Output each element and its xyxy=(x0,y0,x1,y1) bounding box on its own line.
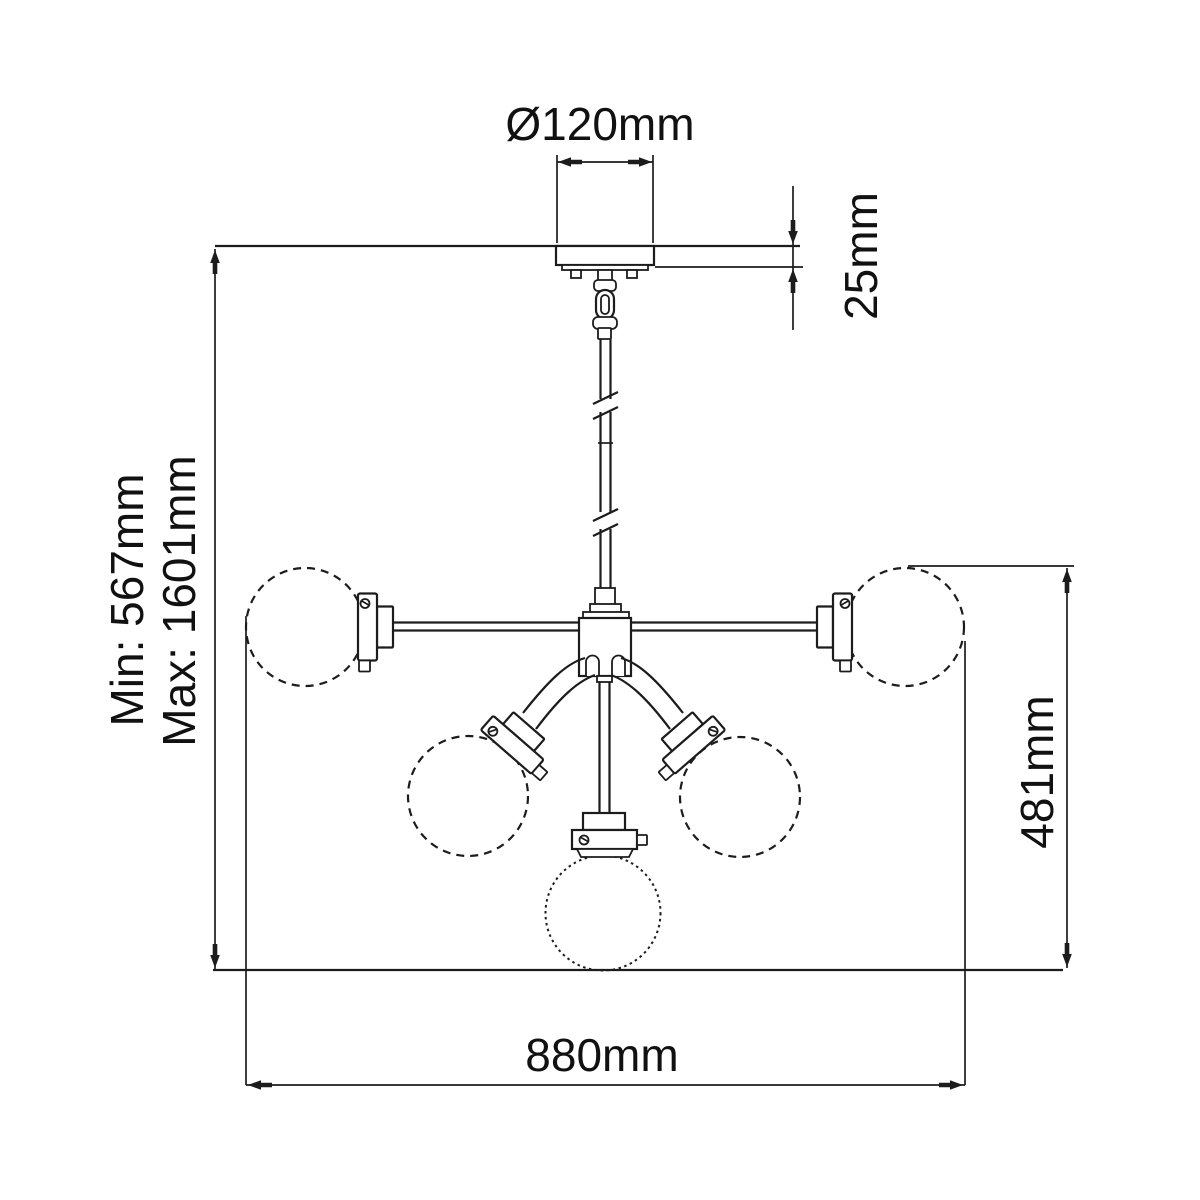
ceiling-line-group xyxy=(215,244,803,268)
dim-arrow-right xyxy=(628,157,652,167)
hub-arm-notch-right xyxy=(611,654,626,676)
canopy-diameter-label: Ø120mm xyxy=(505,98,694,150)
hub-arm-notch-left xyxy=(585,654,600,676)
curved-arm-right-outer xyxy=(620,656,684,714)
globe-bottom xyxy=(544,854,662,972)
lower-rod-collar xyxy=(596,675,613,683)
dim-arrow-down xyxy=(1062,943,1072,967)
bottom-socket-step xyxy=(581,811,627,832)
stem-collar-bottom xyxy=(597,327,612,340)
dim-arrow-up xyxy=(1062,569,1072,593)
dim-arrow-left xyxy=(248,1080,272,1090)
rod-break-mark xyxy=(592,523,619,537)
globe-outer-right xyxy=(844,566,966,688)
central-hub xyxy=(577,611,633,678)
drop-min-label: Min: 567mm xyxy=(101,473,153,726)
globe-middle-left xyxy=(406,734,530,858)
dim-arrow-up xyxy=(210,250,220,274)
horizontal-arms xyxy=(393,621,818,632)
dim-arrow-left xyxy=(558,157,582,167)
bottom-socket-flange xyxy=(575,848,635,858)
curved-arm-left-outer xyxy=(522,656,586,714)
bottom-socket-screw-slot xyxy=(579,836,590,843)
canopy-tab-right xyxy=(626,269,638,279)
curved-arms xyxy=(522,656,684,730)
dimension-canopy-diameter: Ø120mm xyxy=(505,98,695,243)
canopy-depth-label: 25mm xyxy=(835,192,887,320)
socket-outer-left xyxy=(356,592,395,673)
curved-arm-right-inner xyxy=(610,673,671,730)
socket-bottom xyxy=(570,811,648,858)
suspension-stem xyxy=(589,269,622,614)
globe-outer-left xyxy=(244,566,366,688)
lower-stem xyxy=(596,675,613,813)
dimension-body-height: 481mm xyxy=(908,565,1074,968)
body-height-label: 481mm xyxy=(1011,695,1063,848)
canopy-body xyxy=(554,244,656,267)
overall-width-label: 880mm xyxy=(525,1029,678,1081)
bottom-socket-nub xyxy=(636,834,648,846)
socket-outer-right xyxy=(815,592,854,673)
dim-arrow-up xyxy=(788,269,798,293)
canopy-tab-left xyxy=(570,269,582,279)
curved-arm-left-inner xyxy=(535,673,596,730)
rod-break-mark xyxy=(592,508,619,522)
rod-break-mark xyxy=(592,391,619,405)
dim-arrow-right xyxy=(939,1080,963,1090)
swivel-loop-slot xyxy=(600,294,610,315)
dim-arrow-down xyxy=(788,220,798,244)
dim-arrow-down xyxy=(210,944,220,968)
globe-middle-right xyxy=(678,735,802,859)
rod-break-mark xyxy=(592,406,619,420)
dimension-overall-width: 880mm xyxy=(213,616,1063,1090)
dimension-drop-height: Min: 567mm Max: 1601mm xyxy=(101,249,220,969)
drop-max-label: Max: 1601mm xyxy=(153,455,205,746)
dimension-canopy-depth: 25mm xyxy=(788,186,887,330)
